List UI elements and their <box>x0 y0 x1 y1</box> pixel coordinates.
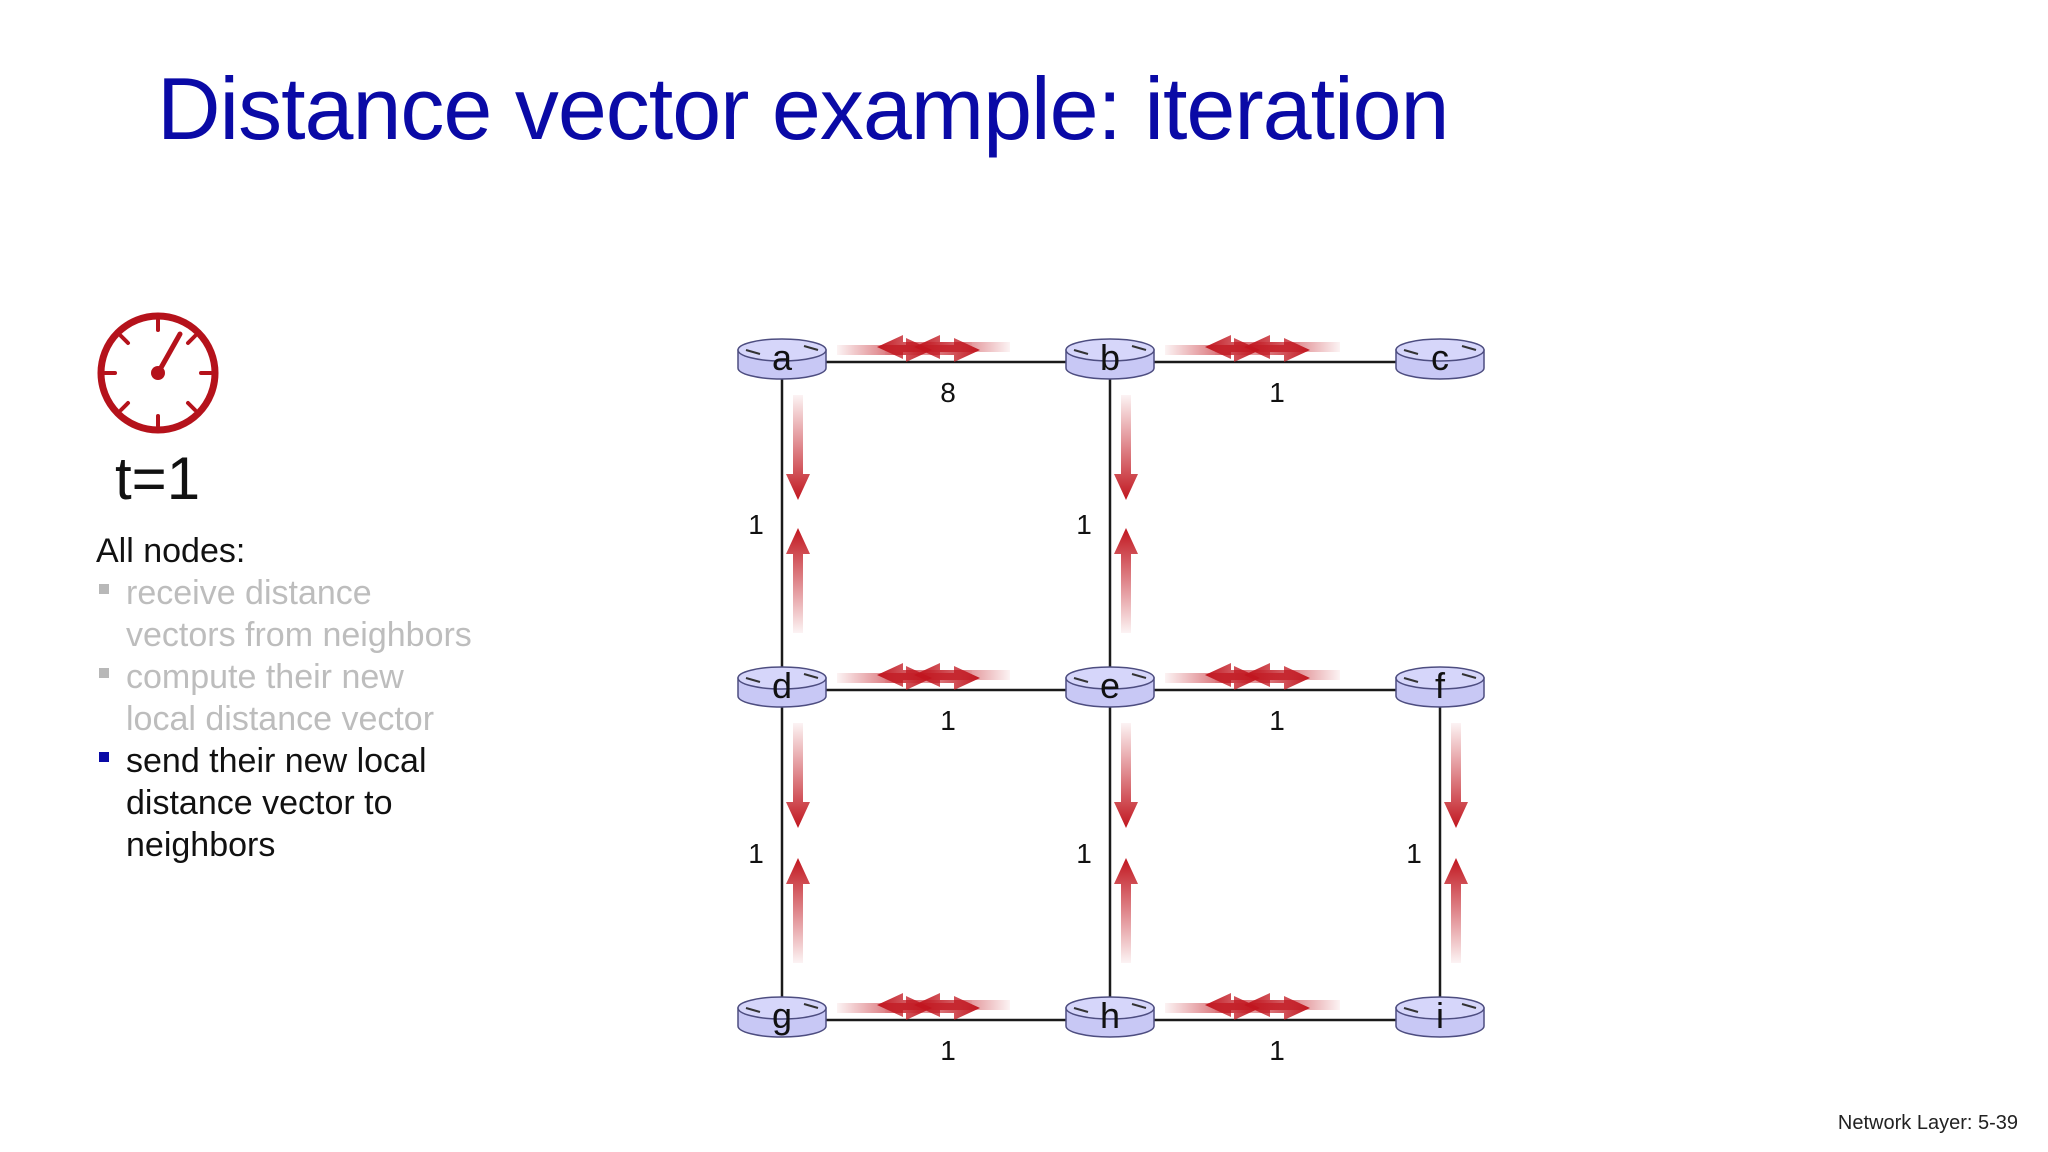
bullet-item-receive: receive distance vectors from neighbors <box>96 572 476 656</box>
square-bullet-icon <box>99 668 109 678</box>
dv-message-arrow <box>877 993 972 1017</box>
dv-message-arrow <box>1444 858 1468 963</box>
node-label: b <box>1100 337 1120 378</box>
dv-message-arrow <box>1205 993 1300 1017</box>
stopwatch-icon <box>97 312 219 434</box>
link-cost-label: 1 <box>1406 838 1422 869</box>
node-label: e <box>1100 665 1120 706</box>
dv-message-arrow <box>1205 663 1300 687</box>
router-node-d: d <box>737 665 827 708</box>
dv-message-arrow <box>1114 858 1138 963</box>
link-cost-label: 1 <box>1269 377 1285 408</box>
link-cost-label: 1 <box>940 705 956 736</box>
link-cost-label: 1 <box>748 838 764 869</box>
slide-title: Distance vector example: iteration <box>157 59 1449 158</box>
bullet-item-compute: compute their new local distance vector <box>96 656 476 740</box>
router-node-f: f <box>1395 665 1485 708</box>
router-node-c: c <box>1395 337 1485 380</box>
dv-message-arrow <box>786 528 810 633</box>
link-cost-label: 1 <box>748 509 764 540</box>
dv-message-arrow <box>1444 723 1468 828</box>
dv-message-arrow <box>1114 723 1138 828</box>
bullet-list: receive distance vectors from neighbors … <box>96 572 476 866</box>
node-label: f <box>1435 665 1446 706</box>
dv-message-arrow <box>786 723 810 828</box>
square-bullet-icon <box>99 584 109 594</box>
link-cost-label: 1 <box>1076 509 1092 540</box>
bullet-text: compute their new local distance vector <box>126 658 435 738</box>
router-node-i: i <box>1395 995 1485 1038</box>
router-node-b: b <box>1065 337 1155 380</box>
node-label: a <box>772 337 793 378</box>
time-step-label: t=1 <box>115 445 201 512</box>
dv-message-arrow <box>877 663 972 687</box>
dv-message-arrow <box>786 858 810 963</box>
bullet-heading: All nodes: <box>96 532 246 570</box>
dv-message-arrow <box>877 335 972 359</box>
node-label: g <box>772 995 792 1036</box>
dv-message-arrow <box>1114 395 1138 500</box>
router-node-g: g <box>737 995 827 1038</box>
slide-footer: Network Layer: 5-39 <box>1837 1112 2018 1134</box>
node-label: c <box>1431 337 1449 378</box>
router-node-e: e <box>1065 665 1155 708</box>
link-cost-label: 1 <box>1269 705 1285 736</box>
dv-message-arrow <box>786 395 810 500</box>
link-cost-label: 1 <box>1076 838 1092 869</box>
node-label: i <box>1436 995 1444 1036</box>
link-cost-label: 1 <box>1269 1035 1285 1066</box>
link-cost-label: 8 <box>940 377 956 408</box>
square-bullet-icon <box>99 752 109 762</box>
link-cost-label: 1 <box>940 1035 956 1066</box>
bullet-item-send: send their new local distance vector to … <box>96 740 476 866</box>
node-label: d <box>772 665 792 706</box>
router-node-a: a <box>737 337 827 380</box>
node-label: h <box>1100 995 1120 1036</box>
router-node-h: h <box>1065 995 1155 1038</box>
dv-message-arrow <box>1114 528 1138 633</box>
bullet-text: send their new local distance vector to … <box>126 742 427 864</box>
bullet-text: receive distance vectors from neighbors <box>126 574 472 654</box>
dv-message-arrow <box>1205 335 1300 359</box>
